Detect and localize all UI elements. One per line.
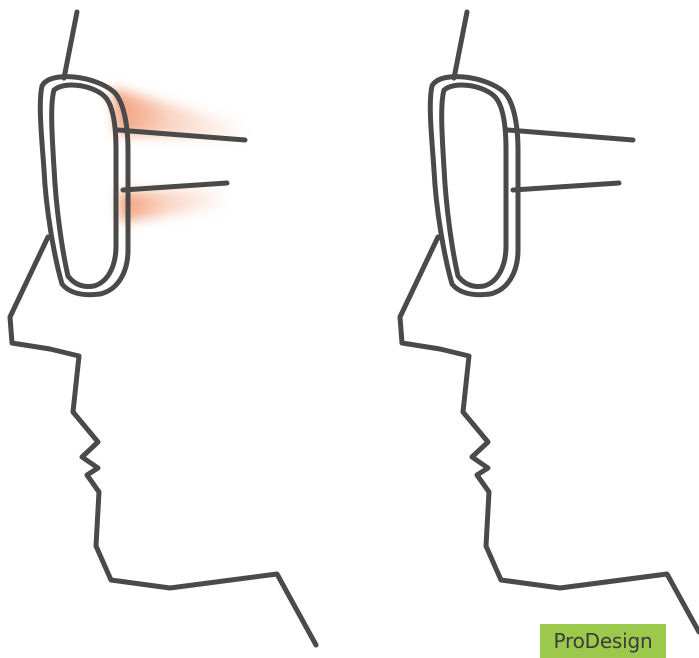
temple-arm-lower [513,183,619,190]
lens-frame-inner [442,85,506,287]
lens-frame-inner [52,85,116,287]
face-profile-outline [10,237,316,645]
profile-without-glare [400,12,699,632]
head-outline-top [64,12,77,78]
profile-with-glare [10,12,316,645]
brand-badge: ProDesign [540,624,666,658]
brand-label: ProDesign [554,629,653,653]
head-outline-top [454,12,467,78]
temple-arm-upper [508,130,633,140]
face-profile-outline [400,237,699,632]
glare-bottom-highlight [118,188,230,222]
